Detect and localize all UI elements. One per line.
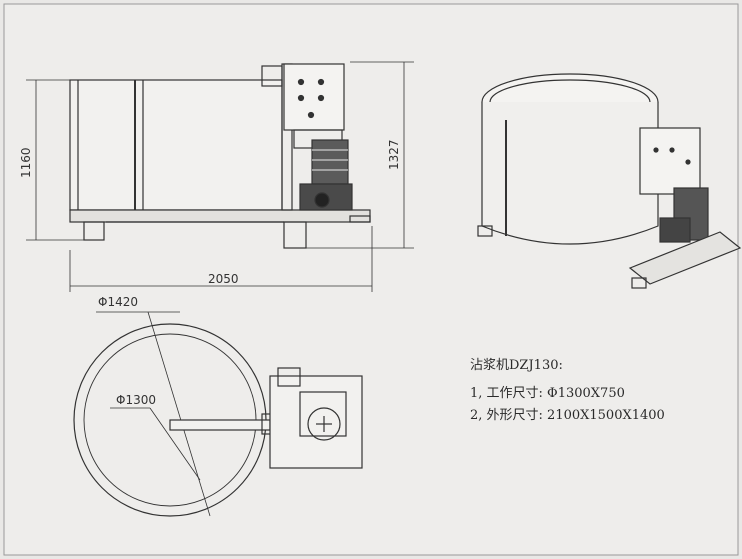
iso-control-box: [639, 127, 701, 195]
switch-4: [317, 94, 325, 102]
height-body-label: 1160: [19, 147, 33, 178]
mounting-plate: [269, 375, 363, 469]
spec-line-1: 1, 工作尺寸: Φ1300X750: [470, 386, 625, 401]
motor-top: [307, 407, 341, 441]
outer-dim-line: [147, 311, 211, 517]
iso-base: [628, 231, 742, 285]
diameter-inner-label: Φ1300: [116, 393, 156, 407]
gear-hub: [314, 192, 330, 208]
switch-2: [317, 78, 325, 86]
control-box: [283, 63, 345, 131]
spec-title: 沾浆机DZJ130:: [470, 358, 563, 373]
iso-foot-left: [477, 225, 493, 237]
iso-foot-right: [631, 277, 647, 289]
post-clamp: [261, 65, 283, 87]
diameter-outer-label: Φ1420: [98, 295, 138, 309]
switch-3: [297, 94, 305, 102]
length-total-label: 2050: [208, 272, 239, 286]
top-view: [73, 311, 363, 517]
drum-wall: [481, 102, 659, 245]
iso-gearbox: [659, 217, 691, 243]
right-foot: [283, 221, 307, 249]
front-view: [69, 63, 371, 249]
base-frame: [69, 209, 371, 223]
height-total-label: 1327: [387, 139, 401, 170]
inner-dim-line: [149, 407, 201, 481]
motor: [311, 139, 349, 185]
front-dimensions: [26, 61, 414, 292]
gearbox-top: [299, 391, 347, 437]
base-end: [349, 215, 371, 223]
left-foot: [83, 221, 105, 241]
tank-body: [69, 79, 283, 211]
post-top: [277, 367, 301, 387]
spec-line-2: 2, 外形尺寸: 2100X1500X1400: [470, 408, 665, 423]
mixer-arm: [169, 419, 271, 431]
iso-view: [477, 73, 742, 289]
switch-1: [297, 78, 305, 86]
switch-5: [307, 111, 315, 119]
